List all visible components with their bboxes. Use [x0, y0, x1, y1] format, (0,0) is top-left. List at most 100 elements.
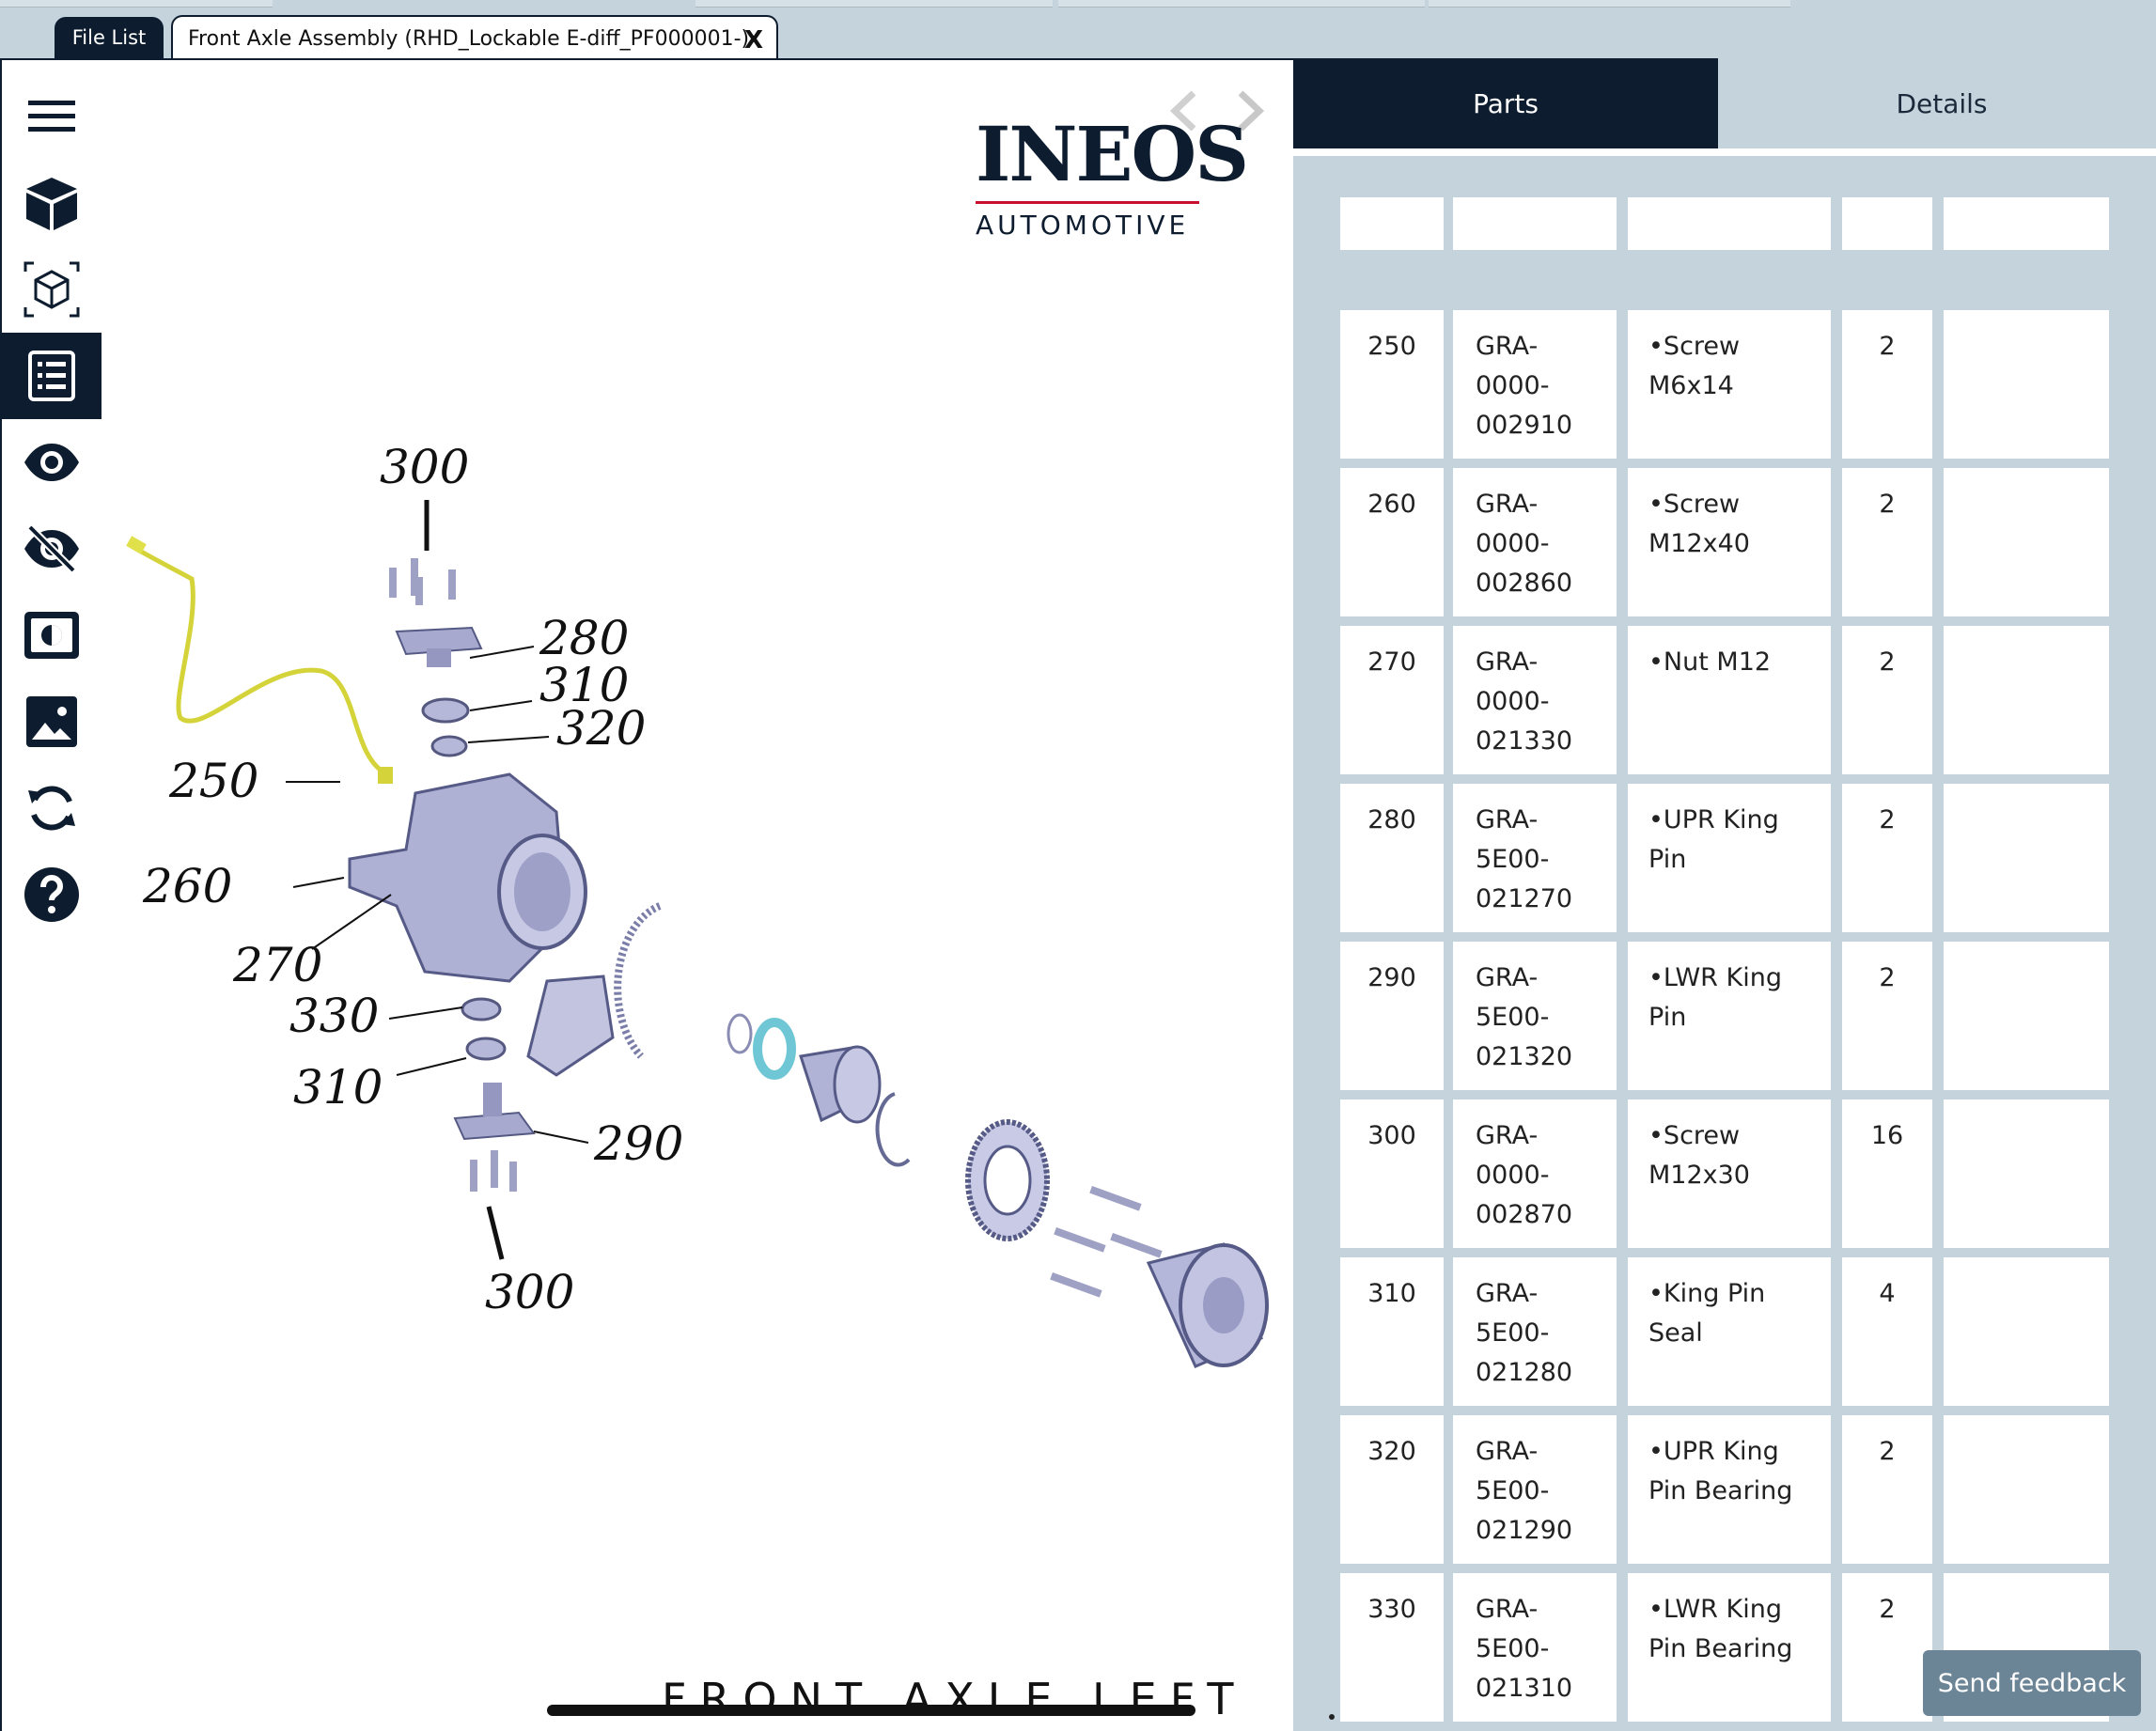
- part-description-cell: [1628, 197, 1831, 250]
- panel-tab-strip: [1293, 148, 2156, 156]
- reset-button[interactable]: [2, 765, 102, 851]
- parts-panel: Parts Details 021300250GRA-0000-002910•S…: [1293, 58, 2156, 1731]
- home-indicator: [547, 1705, 1195, 1716]
- part-description-line: Pin Bearing: [1648, 1634, 1793, 1663]
- tab-strip: File List Front Axle Assembly (RHD_Locka…: [0, 0, 2156, 60]
- part-code-cell: GRA-5E00-021290: [1453, 1415, 1617, 1564]
- callout-label: 250: [168, 754, 258, 808]
- part-extra-cell: [1944, 310, 2109, 459]
- part-description-line: •King Pin: [1648, 1279, 1766, 1308]
- solid-view-button[interactable]: [2, 160, 102, 246]
- part-code-cell: GRA-5E00-021270: [1453, 784, 1617, 932]
- part-number-cell: 300: [1340, 1099, 1444, 1248]
- part-code-cell: GRA-0000-002910: [1453, 310, 1617, 459]
- part-code-line: 021270: [1476, 884, 1573, 913]
- part-extra-cell: [1944, 197, 2109, 250]
- part-code-line: 021320: [1476, 1042, 1573, 1071]
- parts-table[interactable]: 021300250GRA-0000-002910•ScrewM6x142260G…: [1340, 197, 2109, 1731]
- part-description-line: •Screw: [1648, 1121, 1741, 1150]
- tab-strip-line: [0, 0, 273, 8]
- part-code-line: 0000-: [1476, 529, 1550, 558]
- part-number: 280: [1367, 805, 1416, 834]
- part-description-line: •Screw: [1648, 490, 1741, 519]
- part-quantity-cell: 2: [1842, 1415, 1932, 1564]
- part-number: 300: [1367, 1121, 1416, 1150]
- menu-button[interactable]: [2, 73, 102, 160]
- part-extra-cell: [1944, 1415, 2109, 1564]
- chevron-left-icon[interactable]: [1165, 87, 1203, 134]
- callout-label: 330: [289, 989, 379, 1043]
- part-code-line: 5E00-: [1476, 1476, 1550, 1505]
- wireframe-view-button[interactable]: [2, 246, 102, 333]
- part-quantity-cell: [1842, 197, 1932, 250]
- part-code-line: 5E00-: [1476, 1634, 1550, 1663]
- part-code-line: 021330: [1476, 726, 1573, 756]
- logo-sub: AUTOMOTIVE: [976, 210, 1190, 241]
- callout-label: 280: [539, 611, 629, 665]
- nav-arrows: [1147, 66, 1288, 156]
- eye-icon: [24, 444, 79, 481]
- part-number-cell: 320: [1340, 1415, 1444, 1564]
- table-row[interactable]: 021300: [1340, 197, 2109, 250]
- tab-file-list-label: File List: [71, 26, 147, 49]
- send-feedback-label: Send feedback: [1937, 1668, 2127, 1698]
- part-quantity-cell: 2: [1842, 942, 1932, 1090]
- part-code-line: 5E00-: [1476, 1003, 1550, 1032]
- hide-button[interactable]: [2, 506, 102, 592]
- part-extra-cell: [1944, 1257, 2109, 1406]
- tab-parts[interactable]: Parts: [1293, 58, 1718, 148]
- chevron-right-icon[interactable]: [1231, 87, 1269, 134]
- toolbar: [2, 60, 103, 962]
- tab-document-label: Front Axle Assembly (RHD_Lockable E-diff…: [188, 26, 750, 51]
- part-description-cell: •Nut M12: [1628, 626, 1831, 774]
- part-code-line: 021310: [1476, 1674, 1573, 1703]
- send-feedback-button[interactable]: Send feedback: [1923, 1650, 2141, 1716]
- contrast-button[interactable]: [2, 592, 102, 678]
- close-tab-button[interactable]: X: [743, 26, 763, 55]
- parts-list-button[interactable]: [2, 333, 102, 419]
- parts-list-icon: [28, 351, 75, 401]
- ineos-logo: INEOS AUTOMOTIVE: [976, 110, 1249, 286]
- part-code-line: 5E00-: [1476, 845, 1550, 874]
- part-quantity: 4: [1879, 1279, 1896, 1308]
- part-description-line: •LWR King: [1648, 963, 1782, 992]
- part-description-line: •LWR King: [1648, 1595, 1782, 1624]
- image-button[interactable]: [2, 678, 102, 765]
- part-code-cell: GRA-0000-002870: [1453, 1099, 1617, 1248]
- part-number-cell: 290: [1340, 942, 1444, 1090]
- tab-parts-label: Parts: [1473, 87, 1539, 119]
- show-button[interactable]: [2, 419, 102, 506]
- part-number-cell: 250: [1340, 310, 1444, 459]
- part-extra-cell: [1944, 1099, 2109, 1248]
- part-code-cell: GRA-0000-002860: [1453, 468, 1617, 616]
- tab-file-list[interactable]: File List: [55, 17, 164, 58]
- part-code-cell: GRA-5E00-021280: [1453, 1257, 1617, 1406]
- part-code-line: 021290: [1476, 1516, 1573, 1545]
- part-number-cell: 270: [1340, 626, 1444, 774]
- part-quantity-cell: 2: [1842, 626, 1932, 774]
- callout-label: 300: [485, 1265, 574, 1319]
- part-description-line: •UPR King: [1648, 805, 1779, 834]
- help-button[interactable]: [2, 851, 102, 938]
- tab-document[interactable]: Front Axle Assembly (RHD_Lockable E-diff…: [171, 15, 778, 60]
- part-number: 270: [1367, 647, 1416, 677]
- part-number: 320: [1367, 1437, 1416, 1466]
- tab-details[interactable]: Details: [1727, 58, 2156, 148]
- callout-label: 270: [232, 938, 322, 992]
- logo-word: INEOS: [976, 110, 1249, 198]
